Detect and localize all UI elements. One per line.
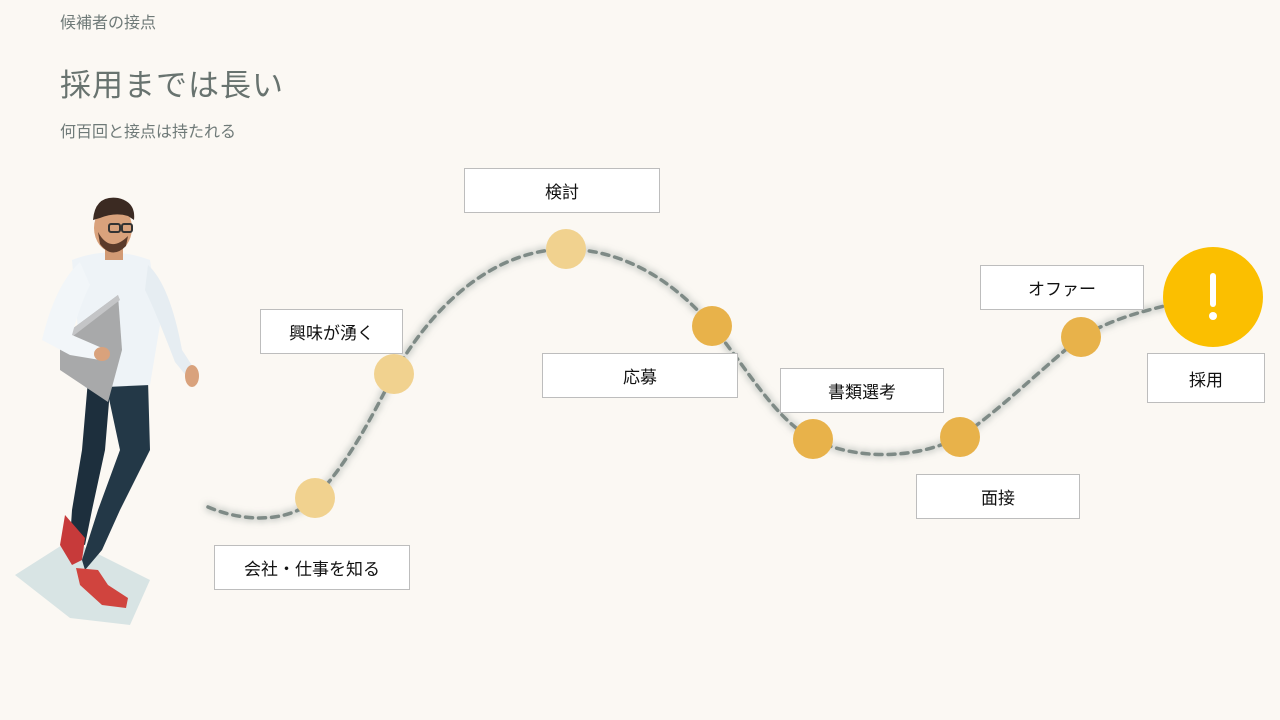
person-left-hand <box>94 347 110 361</box>
stage-label-offer: オファー <box>980 265 1144 310</box>
stage-label-interest: 興味が湧く <box>260 309 403 354</box>
stage-label-hire: 採用 <box>1147 353 1265 403</box>
stage-label-text: 検討 <box>545 183 579 203</box>
stage-label-know: 会社・仕事を知る <box>214 545 410 590</box>
stage-label-text: 面接 <box>981 489 1015 509</box>
exclamation-icon <box>1209 273 1217 320</box>
stage-label-text: 会社・仕事を知る <box>244 560 380 580</box>
page-subtitle: 何百回と接点は持たれる <box>60 122 237 141</box>
stage-dot-apply <box>692 306 732 346</box>
stage-label-text: 採用 <box>1189 370 1223 391</box>
stage-label-screening: 書類選考 <box>780 368 944 413</box>
walking-person-illustration <box>15 197 199 625</box>
stage-label-text: 興味が湧く <box>289 324 374 344</box>
glasses-icon <box>108 223 121 233</box>
person-hair <box>93 197 135 220</box>
stage-label-text: 応募 <box>623 368 657 388</box>
person-back-shoe <box>60 515 85 565</box>
section-label: 候補者の接点 <box>60 13 157 32</box>
person-back-leg <box>70 380 110 545</box>
stage-label-apply: 応募 <box>542 353 738 398</box>
stage-dot-interview <box>940 417 980 457</box>
person-front-leg <box>82 380 150 570</box>
stage-dot-interest <box>374 354 414 394</box>
stage-label-interview: 面接 <box>916 474 1080 519</box>
person-right-hand <box>185 365 199 387</box>
stage-label-consider: 検討 <box>464 168 660 213</box>
stage-dot-screening <box>793 419 833 459</box>
stage-label-text: 書類選考 <box>828 383 896 403</box>
stage-dot-consider <box>546 229 586 269</box>
stage-label-text: オファー <box>1028 280 1096 300</box>
page-title: 採用までは長い <box>60 68 284 104</box>
person-front-shoe <box>76 568 128 608</box>
person-left-arm <box>42 262 102 360</box>
stage-dot-know <box>295 478 335 518</box>
stage-dot-offer <box>1061 317 1101 357</box>
person-right-arm <box>145 265 195 378</box>
